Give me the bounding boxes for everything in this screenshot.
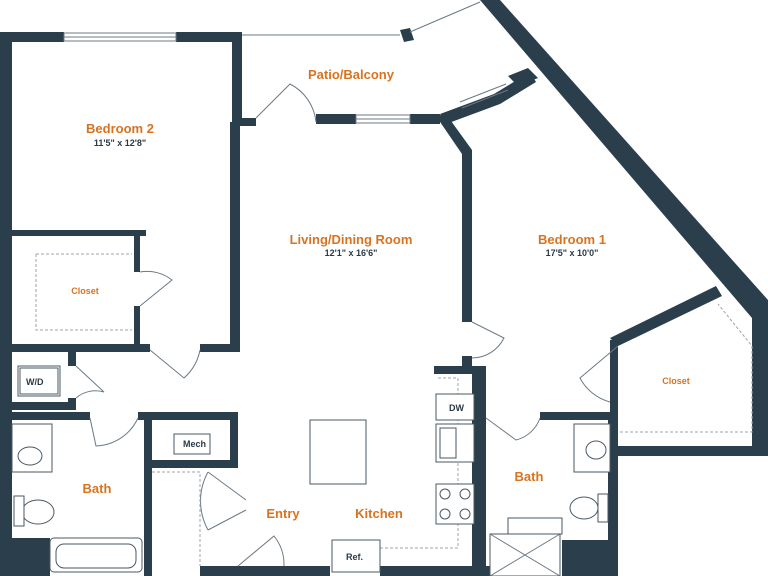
wall-bath-left-top [10,412,90,420]
label-patio: Patio/Balcony [308,67,395,82]
room-labels: Bedroom 2 11'5" x 12'8" Patio/Balcony Li… [71,67,690,521]
closet-outlines [35,253,753,566]
wall-bath-right-corner [562,540,618,576]
closet-right-shelf [620,303,753,433]
wall-bed1-left [462,154,472,322]
wall-patio-right [410,114,440,124]
kitchen-counter [380,377,459,549]
dims-living: 12'1" x 16'6" [325,248,378,258]
wall-closet-right-top [610,286,722,346]
wall-wd-right [68,352,76,366]
wall-bed1-top-corner [508,68,538,86]
wall-bath-right-top [540,412,612,420]
label-bath-right: Bath [515,469,544,484]
wall-top-mid [176,32,242,42]
label-bath-left: Bath [83,481,112,496]
wall-kitchen-top [434,366,474,374]
door-bath-right [485,417,541,441]
wall-closet-top [10,230,146,236]
label-kitchen: Kitchen [355,506,403,521]
wall-bed2-right [230,122,240,348]
dims-bedroom1: 17'5" x 10'0" [546,248,599,258]
dishwasher-label: DW [449,403,464,413]
door-patio [255,83,317,123]
entry-closet-shelf [152,471,201,566]
label-closet-right: Closet [662,376,690,386]
kitchen-island [309,419,367,485]
door-bedroom1 [471,321,505,359]
wall-diagonal-exterior [480,0,768,318]
door-entry [237,535,285,567]
wall-bath-top-right [138,412,238,420]
wall-closet-right-left [610,340,618,450]
wall-wd-right-lower [68,398,76,410]
wall-bottom-entry [200,566,330,576]
label-bedroom1: Bedroom 1 [538,232,606,247]
door-bath-left [89,417,139,447]
bath-left-toilet [21,499,55,525]
dims-bedroom2: 11'5" x 12'8" [94,138,146,148]
wall-bath-corner [0,538,50,576]
wall-closet-right-outer [610,318,768,456]
wall-bath-left-right [144,412,152,576]
bath-left-sink [17,446,43,466]
dishwasher [435,393,475,421]
fridge [331,539,381,573]
windows [63,1,509,124]
wall-top-left [0,32,64,42]
wall-bed2-bottom-right [200,344,240,352]
wall-left-exterior [0,32,12,572]
label-entry: Entry [266,506,300,521]
wall-patio-door-left [232,118,256,126]
wall-bottom-kitchen [380,566,490,576]
bath-right-sink [585,440,607,460]
doors [75,83,619,567]
fixtures: W/D Mech DW Ref. [11,365,611,576]
wall-mech-bottom [152,460,236,468]
door-bedroom2 [149,349,201,379]
washer-dryer-label: W/D [26,377,44,387]
closet-left-shelf [35,253,132,331]
wall-mech-right [230,412,238,468]
door-entry-closet [200,471,247,531]
wall-bed1-left-lower [462,356,472,370]
wall-closet-right-lower [134,306,140,348]
wall-bath-right-left [472,366,486,576]
wall-bath-right-right [608,412,618,576]
wall-bed2-right-upper [232,32,242,122]
wall-patio-post [400,28,414,42]
mech-unit [173,433,211,455]
bath-right-toilet [569,496,599,520]
fridge-label: Ref. [346,552,363,562]
window-bedroom1 [459,83,507,103]
wall-wd-bottom [10,402,74,410]
door-closet-left [139,270,173,307]
label-living: Living/Dining Room [290,232,413,247]
wall-bed2-bottom [0,344,150,352]
mech-label: Mech [183,439,206,449]
door-wd [75,365,105,399]
label-closet-left: Closet [71,286,99,296]
wall-closet-right-upper [134,230,140,272]
door-closet-right [579,345,619,403]
label-bedroom2: Bedroom 2 [86,121,154,136]
wall-angle-bed1 [436,114,472,160]
wall-patio-mid [316,114,356,124]
